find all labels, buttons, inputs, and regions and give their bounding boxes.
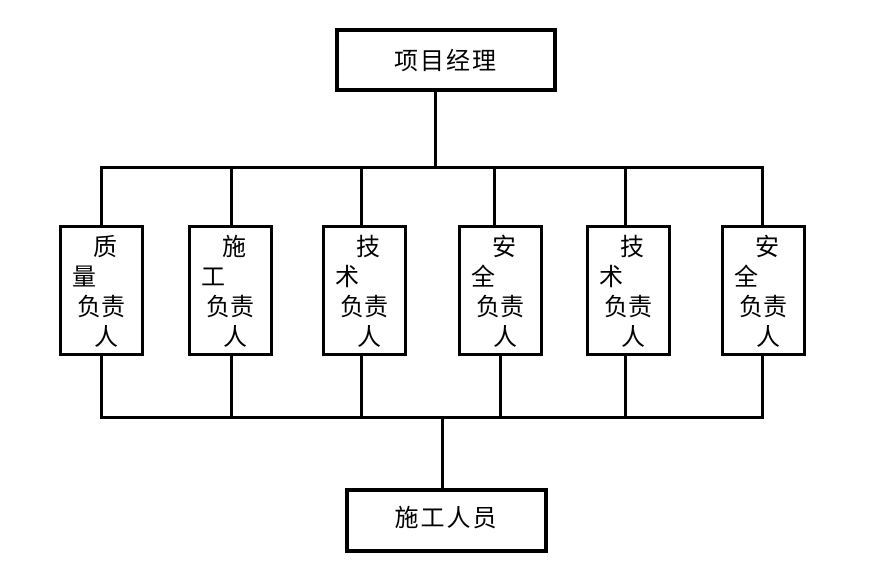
org-box-label-line: 人: [493, 323, 517, 351]
org-box-label-line: 人: [756, 323, 780, 351]
org-box-label-line: 全: [471, 263, 495, 291]
org-box-construction-manager: 施 工 负责 人: [188, 225, 273, 356]
connector-riser-safety-2: [761, 354, 764, 418]
org-box-label-line: 安: [492, 233, 516, 261]
org-box-label-line: 负责: [476, 293, 524, 321]
org-box-safety-manager-2: 安 全 负责 人: [721, 225, 806, 356]
org-box-label-line: 负责: [739, 293, 787, 321]
connector-top-vertical: [434, 92, 437, 169]
org-box-label-line: 技: [620, 233, 644, 261]
connector-bottom-vertical: [441, 417, 444, 488]
org-box-label-line: 质: [93, 233, 117, 261]
org-box-label-line: 负责: [604, 293, 652, 321]
org-box-label-line: 工: [201, 263, 225, 291]
org-box-label-line: 技: [356, 233, 380, 261]
org-box-label-line: 安: [755, 233, 779, 261]
org-box-label-line: 全: [734, 263, 758, 291]
connector-drop-technical-2: [624, 168, 627, 226]
connector-top-horizontal-rail: [100, 166, 764, 169]
org-box-label-line: 人: [621, 323, 645, 351]
org-box-label-line: 负责: [77, 293, 125, 321]
connector-riser-technical-1: [360, 354, 363, 418]
connector-drop-technical-1: [360, 168, 363, 226]
org-box-label-line: 术: [599, 263, 623, 291]
connector-riser-quality: [100, 354, 103, 418]
org-box-technical-manager-2: 技 术 负责 人: [586, 225, 671, 356]
org-box-quality-manager: 质 量 负责 人: [59, 225, 144, 356]
org-box-label-line: 术: [335, 263, 359, 291]
connector-drop-safety-2: [761, 168, 764, 226]
org-box-construction-personnel: 施工人员: [345, 488, 548, 553]
org-box-label-line: 人: [94, 323, 118, 351]
org-box-label-line: 负责: [206, 293, 254, 321]
org-box-construction-personnel-label: 施工人员: [394, 504, 499, 532]
connector-riser-safety-1: [499, 354, 502, 418]
org-box-label-line: 量: [72, 263, 96, 291]
org-box-label-line: 人: [223, 323, 247, 351]
org-box-label-line: 负责: [340, 293, 388, 321]
org-box-technical-manager-1: 技 术 负责 人: [322, 225, 407, 356]
connector-riser-construction: [230, 354, 233, 418]
connector-riser-technical-2: [624, 354, 627, 418]
org-box-safety-manager-1: 安 全 负责 人: [458, 225, 543, 356]
org-box-project-manager-label: 项目经理: [394, 47, 498, 75]
connector-drop-construction: [230, 168, 233, 226]
connector-bottom-horizontal-rail: [100, 416, 764, 419]
org-box-project-manager: 项目经理: [335, 28, 557, 92]
connector-drop-safety-1: [493, 168, 496, 226]
org-box-label-line: 施: [222, 233, 246, 261]
org-box-label-line: 人: [357, 323, 381, 351]
connector-drop-quality: [100, 168, 103, 226]
